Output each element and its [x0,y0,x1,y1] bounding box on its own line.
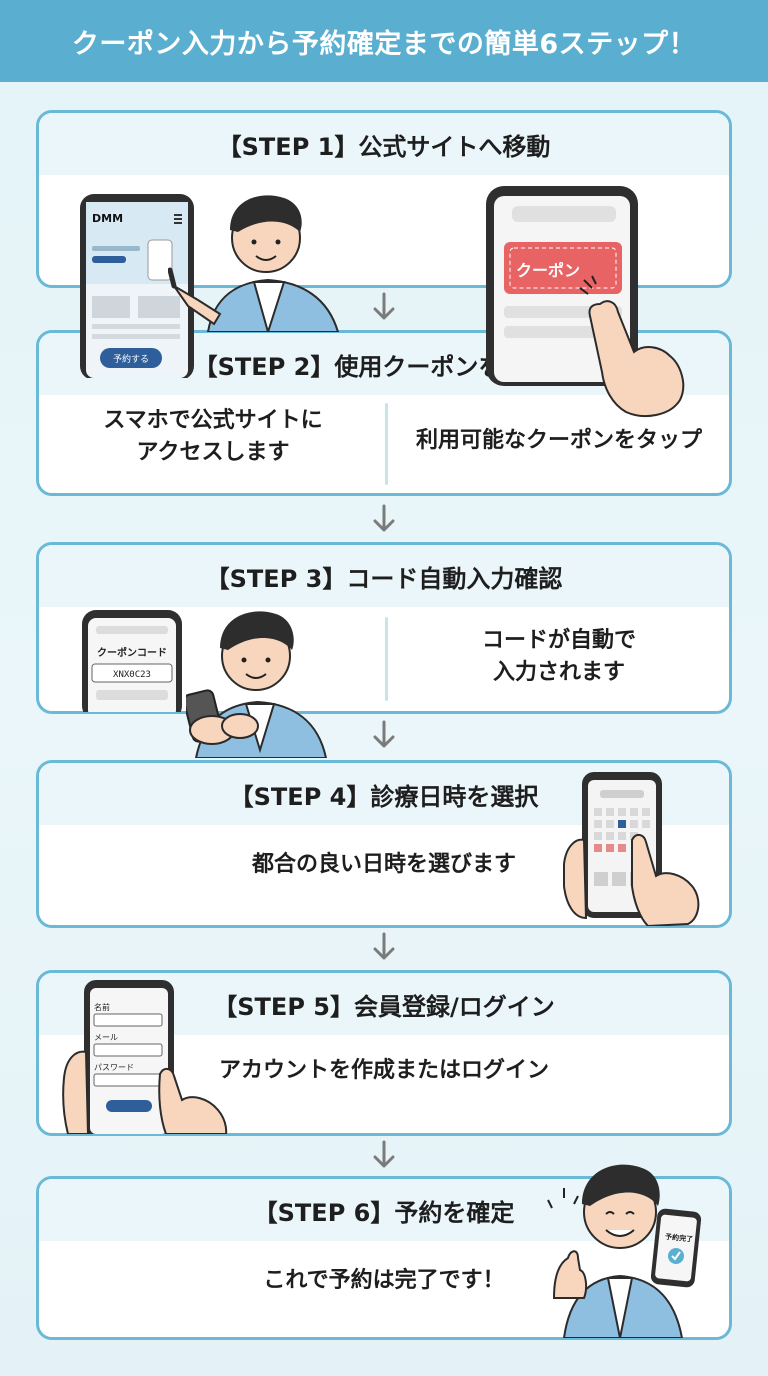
step-2-body: スマホで公式サイトに アクセスします 利用可能なクーポンをタップ [39,395,729,493]
header-banner: クーポン入力から予約確定までの簡単6ステップ！ [0,0,768,82]
step-3-body: コードが自動で 入力されます [39,607,729,711]
step-5-body: アカウントを作成またはログイン [39,1035,729,1133]
step-2-divider [385,403,388,485]
coupon-code-value: XNX0C23 [113,670,151,680]
man-with-phone-illustration [186,611,328,758]
step-4-body: 都合の良い日時を選びます [39,825,729,925]
step-6-body: これで予約は完了です！ [39,1241,729,1337]
step-3-right-text: コードが自動で 入力されます [389,625,729,689]
phone-website-illustration: DMM 予約する [80,194,194,378]
arrow-down-icon [373,292,395,320]
step-6-text: これで予約は完了です！ [263,1268,505,1293]
step-3-right-line2: 入力されます [492,659,625,685]
man-thumbs-up-illustration: 予約完了 [547,1164,702,1338]
form-name-label: 名前 [94,1002,110,1012]
arrow-down-icon [373,720,395,748]
step-4-text: 都合の良い日時を選びます [251,852,516,877]
step-2-right-text: 利用可能なクーポンをタップ [415,428,702,453]
step-3-divider [385,617,388,701]
phone-coupon-code-illustration: クーポンコード XNX0C23 [82,610,182,712]
login-form-phone-illustration: 名前 メール パスワード [62,980,228,1134]
step-1-title: 【STEP 1】公式サイトへ移動 [39,113,729,175]
man-pointing-illustration [168,195,340,332]
step-5-text: アカウントを作成またはログイン [218,1058,549,1083]
arrow-down-icon [373,504,395,532]
page-title: クーポン入力から予約確定までの簡単6ステップ！ [71,28,697,60]
form-password-label: パスワード [94,1063,134,1072]
coupon-label: クーポン [516,261,580,280]
arrow-down-icon [373,1140,395,1168]
step-3-right-line1: コードが自動で [481,628,636,653]
step-3-title: 【STEP 3】コード自動入力確認 [39,545,729,607]
step-2-left-text: スマホで公式サイトに アクセスします [39,405,387,469]
form-mail-label: メール [94,1033,118,1042]
arrow-down-icon [373,932,395,960]
calendar-phone-illustration [563,772,700,926]
reservation-complete-label: 予約完了 [665,1232,694,1244]
reserve-button-label: 予約する [113,353,149,365]
coupon-code-label: クーポンコード [97,646,167,659]
step-2-left-line1: スマホで公式サイトに [103,408,323,433]
site-logo: DMM [92,212,123,225]
step-2-left-line2: アクセスします [136,439,290,465]
step-6-card: 【STEP 6】予約を確定 これで予約は完了です！ [36,1176,732,1340]
phone-coupon-illustration: クーポン [486,186,685,417]
